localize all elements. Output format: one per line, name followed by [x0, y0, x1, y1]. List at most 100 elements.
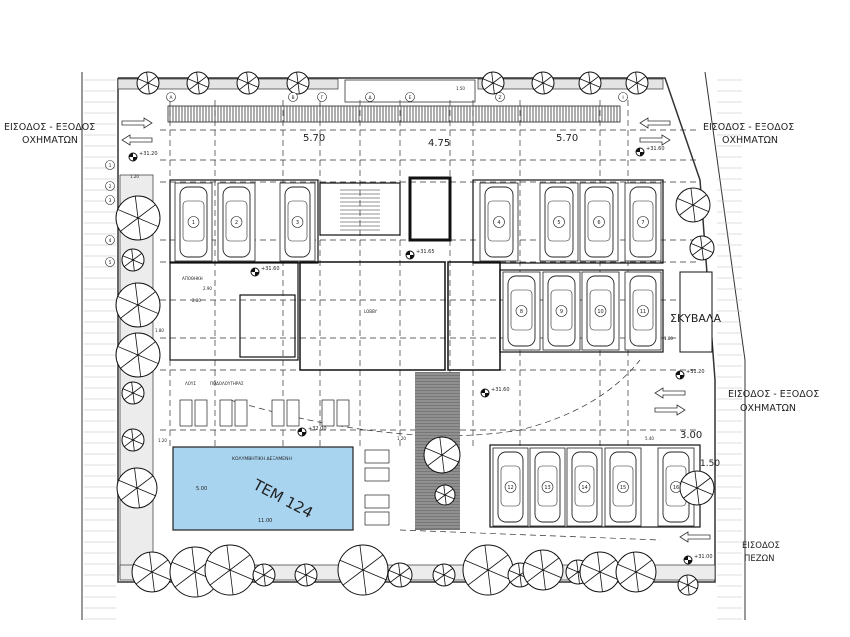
tree-branch [398, 563, 401, 576]
tree-branch [197, 82, 209, 88]
car-outline [571, 451, 598, 523]
space-number-circle [291, 216, 304, 228]
tree-branch [627, 82, 638, 90]
car-cabin [587, 200, 611, 242]
arrow-left-icon [679, 531, 711, 543]
tree-branch [692, 204, 709, 212]
parking-space-number: 4 [497, 220, 500, 226]
tree-branch [137, 304, 159, 314]
tree-branch [443, 574, 455, 580]
elevation-markers: +31.20+31.60+31.65+31.60+31.20+31.60+32.… [128, 146, 713, 565]
parking-space-number: 12 [507, 485, 513, 491]
tree-branch [678, 580, 689, 586]
tree-branch [362, 554, 384, 571]
elevation-label: +31.60 [261, 266, 280, 272]
elevation-marker-fill [251, 268, 259, 276]
tree-branch [123, 439, 134, 447]
tree-branch [194, 571, 199, 597]
tree-icon [625, 71, 649, 95]
tree-branch [132, 439, 135, 451]
tree-branch [132, 392, 135, 404]
tree-branch [171, 561, 196, 573]
tree-branch [226, 545, 231, 571]
grid-axis-circle [495, 92, 505, 102]
tree-icon [115, 282, 161, 328]
tree-branch [287, 78, 299, 84]
tree-branch [441, 454, 459, 463]
tree-icon [522, 549, 564, 591]
tree-icon [689, 235, 715, 261]
elevation-label: +31.60 [491, 387, 510, 393]
dim-1-20-a: 1.20 [158, 438, 167, 443]
arrow-left-icon [639, 117, 671, 129]
tree-branch [443, 574, 446, 586]
vehicle-entry-left-1: ΕΙΣΟΔΟΣ - ΕΞΟΔΟΣ [4, 122, 95, 133]
dim-1-20-b: 1.20 [397, 436, 406, 441]
tree-branch [692, 247, 703, 256]
tree-icon [579, 551, 621, 593]
tree-branch [187, 78, 199, 84]
driveway-curve [229, 359, 641, 437]
footbath-label: ΠΟΔΟΛΟΥΤΗΡΑΣ [210, 381, 244, 386]
pool-label: ΚΟΛΥΜΒΗΤΙΚΗ ΔΕΞΑΜΕΝΗ [232, 456, 292, 462]
tree-icon [434, 484, 456, 506]
grid-axis-label: B [291, 95, 294, 101]
tree-branch [690, 242, 703, 249]
car-cabin [589, 289, 612, 331]
tree-branch [679, 584, 689, 592]
sun-lounger [364, 467, 390, 482]
space-number-circle [515, 305, 528, 317]
tree-branch [131, 382, 134, 394]
car-cabin [510, 289, 533, 331]
parking-space-number: 6 [597, 220, 600, 226]
tree-branch [687, 578, 697, 586]
tree-branch [492, 82, 504, 88]
tree-icon [186, 71, 210, 95]
car-outline [484, 186, 514, 258]
tree-branch [137, 217, 142, 240]
tree-branch [579, 78, 591, 84]
grid-axis-label: 2 [109, 184, 112, 190]
tree-branch [434, 574, 445, 582]
sun-lounger [194, 399, 208, 427]
tree-branch [137, 217, 159, 227]
tree-branch [147, 82, 159, 88]
pool-dim-length: 11.00 [258, 518, 272, 524]
tree-icon [578, 71, 602, 95]
tree-branch [483, 82, 494, 90]
tree-branch [690, 188, 694, 206]
tree-branch [118, 479, 138, 489]
sun-lounger [364, 449, 390, 464]
car-outline [629, 275, 657, 347]
planter-top-right [477, 78, 664, 90]
tree-branch [701, 247, 704, 260]
tree-branch [487, 569, 492, 595]
tree-branch [635, 559, 653, 573]
tree-branch [132, 433, 143, 441]
parking-space [542, 271, 581, 351]
tree-branch [492, 76, 503, 84]
tree-branch [123, 392, 134, 400]
car-cabin [225, 200, 248, 242]
parking-space-number: 3 [296, 220, 299, 226]
tree-branch [487, 569, 512, 581]
parking-space-number: 14 [581, 485, 587, 491]
car-cabin [500, 465, 521, 507]
elevation-label: +32.00 [308, 426, 327, 432]
tree-branch [444, 488, 454, 496]
tree-branch [196, 72, 199, 84]
tree-branch [492, 82, 495, 94]
vehicle-entry-mid-2: ΟΧΗΜΑΤΩΝ [740, 403, 796, 414]
car-outline [497, 451, 524, 523]
tree-branch [117, 346, 139, 356]
tree-branch [132, 259, 144, 265]
grid-axis-circle [105, 160, 115, 170]
tree-branch [120, 354, 139, 369]
tree-branch [147, 82, 150, 94]
tree-branch [229, 554, 251, 571]
elevation-marker-fill [684, 556, 692, 564]
vehicle-entry-right-1: ΕΙΣΟΔΟΣ - ΕΞΟΔΟΣ [703, 122, 794, 133]
car-cabin [550, 289, 573, 331]
grid-axis-label: 3 [109, 198, 112, 204]
